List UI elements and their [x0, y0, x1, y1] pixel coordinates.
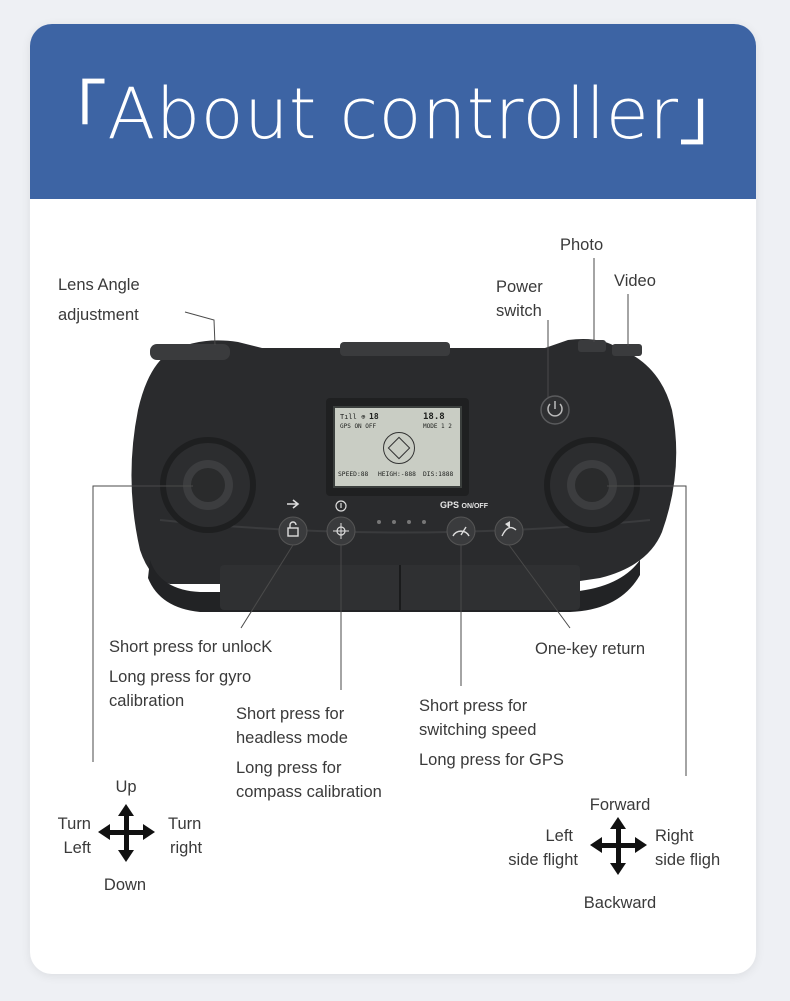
label-photo: Photo: [560, 236, 604, 254]
label-lens-adjustment: adjustment: [58, 306, 139, 324]
right-stick-left-side-flight: side flight: [508, 851, 578, 869]
lcd-gps-status: GPS ON OFF: [340, 423, 377, 430]
power-button: [540, 395, 570, 425]
label-unlock-long: Long press for gyro: [109, 668, 252, 686]
callout-lines: [92, 258, 687, 776]
label-headless-long: Long press for: [236, 759, 342, 777]
header-banner: 「About controller」: [30, 24, 756, 199]
video-button: [612, 344, 642, 356]
lcd-compass: [383, 432, 415, 464]
left-stick-turn-right-1: Turn: [168, 815, 202, 833]
label-headless-mode: headless mode: [236, 729, 348, 747]
label-power: Power: [496, 278, 543, 296]
lens-wheel: [150, 344, 230, 360]
lcd-speed: SPEED:88: [338, 471, 369, 478]
right-stick-right-side-flight: side fligh: [655, 851, 721, 869]
photo-button: [578, 340, 606, 352]
left-stick-left: Left: [63, 839, 91, 857]
left-stick-up: Up: [115, 778, 137, 796]
left-stick-down: Down: [103, 876, 147, 894]
lcd-mode: MODE 1 2: [423, 423, 452, 430]
return-button: [494, 516, 524, 546]
page-title: 「About controller」: [36, 73, 750, 155]
lcd-height: HEIGH:-888: [378, 471, 416, 478]
gps-label: GPS ON/OFF: [440, 500, 488, 510]
right-stick-forward: Forward: [589, 796, 651, 814]
takeoff-icon: [287, 499, 300, 509]
right-stick-right: Right: [655, 827, 694, 845]
label-unlock-short: Short press for unlocK: [109, 638, 273, 656]
lcd-screen: Tıll ⊕ 18 18.8 GPS ON OFF MODE 1 2 SPEED…: [333, 406, 462, 488]
right-direction-cross-icon: [590, 817, 647, 875]
unlock-button: [278, 516, 308, 546]
label-gps-long: Long press for GPS: [419, 751, 564, 769]
left-direction-cross-icon: [98, 804, 155, 862]
label-switching-speed: switching speed: [419, 721, 537, 739]
lcd-voltage: 18.8: [423, 412, 445, 422]
label-power-switch: switch: [496, 302, 542, 320]
label-unlock-calibration: calibration: [109, 692, 185, 710]
power-info-icon: [335, 500, 347, 512]
lcd-signal: Tıll ⊕: [340, 413, 366, 421]
label-one-key-return: One-key return: [535, 640, 646, 658]
lcd-flight-time: 18: [369, 412, 379, 421]
label-lens-angle: Lens Angle: [58, 276, 140, 294]
lcd-distance: DIS:1888: [423, 471, 454, 478]
left-stick-turn-right-2: right: [170, 839, 203, 857]
label-headless-short: Short press for: [236, 705, 345, 723]
right-stick-left: Left: [545, 827, 573, 845]
label-video: Video: [614, 272, 656, 290]
top-handle: [340, 342, 450, 356]
right-stick-backward: Backward: [583, 894, 657, 912]
label-speed-short: Short press for: [419, 697, 528, 715]
label-compass-calibration: compass calibration: [236, 783, 382, 801]
left-stick-turn: Turn: [57, 815, 91, 833]
